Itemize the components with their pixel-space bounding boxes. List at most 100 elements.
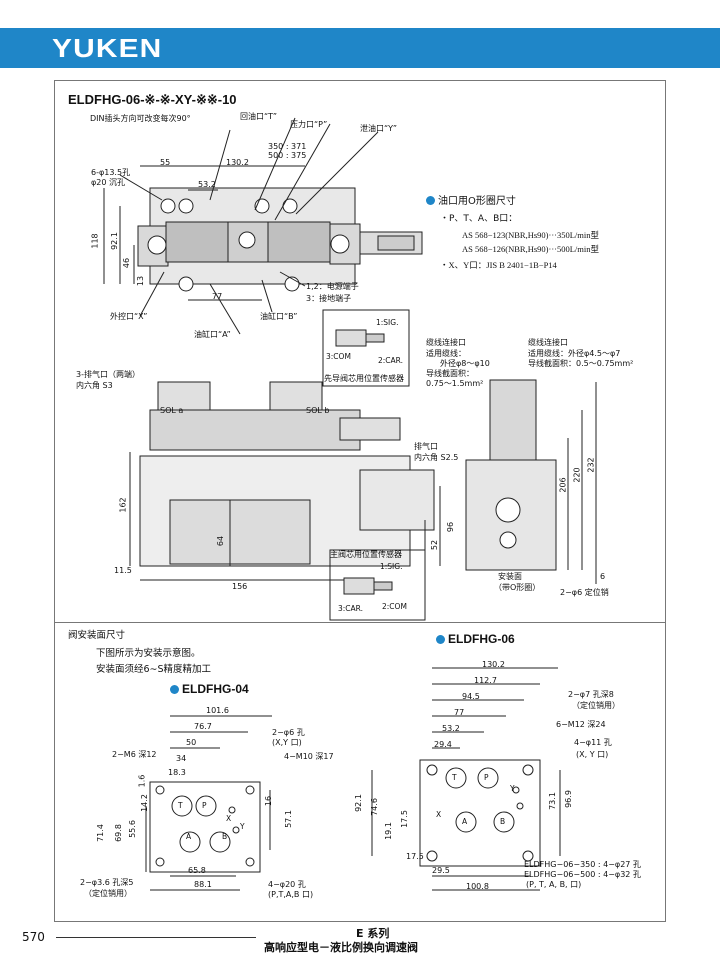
d04-14-2: 14.2 bbox=[139, 794, 149, 812]
d04-lbl-t: T bbox=[178, 801, 183, 810]
dim-92-1: 92.1 bbox=[109, 232, 119, 250]
dim-77: 77 bbox=[212, 292, 223, 301]
eldfhg04-plate bbox=[145, 715, 272, 891]
din-note: DIN插头方向可改变每次90° bbox=[90, 114, 191, 123]
d04-34: 34 bbox=[176, 754, 187, 763]
d04-lbl-x: X bbox=[226, 814, 232, 823]
d06-m12: 6−M12 深24 bbox=[556, 720, 606, 729]
d06-94-5: 94.5 bbox=[462, 692, 480, 701]
section-divider bbox=[54, 622, 666, 623]
mounting-note2: 安装面须经6∼S精度精加工 bbox=[96, 664, 212, 675]
side-view-drawing bbox=[465, 379, 597, 584]
dim-6: 6 bbox=[600, 572, 606, 581]
cable-port-right: 缆线连接口 bbox=[528, 338, 568, 347]
main-sensor-car: 3:CAR. bbox=[338, 604, 363, 613]
vent3-label: 3-排气口（两端） bbox=[76, 370, 140, 379]
d04-65-8: 65.8 bbox=[188, 866, 206, 875]
dim-64: 64 bbox=[216, 535, 226, 547]
dim-206: 206 bbox=[558, 477, 568, 493]
d06-100-8: 100.8 bbox=[466, 882, 489, 891]
dim-232: 232 bbox=[586, 457, 596, 473]
content-frame bbox=[54, 80, 666, 922]
d06-77: 77 bbox=[454, 708, 465, 717]
d04-71-4: 71.4 bbox=[95, 824, 105, 842]
hex-s3-label: 内六角 S3 bbox=[76, 381, 113, 390]
dim-96: 96 bbox=[446, 521, 456, 533]
with-oring-label: （带O形圈） bbox=[494, 583, 541, 592]
dim-13: 13 bbox=[136, 275, 146, 287]
d06-17-5b: 17.5 bbox=[406, 852, 424, 861]
dim-162: 162 bbox=[118, 497, 128, 513]
dim-55: 55 bbox=[160, 158, 171, 167]
d04-16: 16 bbox=[264, 795, 274, 807]
d04-50: 50 bbox=[186, 738, 197, 747]
d06-130-2: 130.2 bbox=[482, 660, 505, 669]
d06-ports: (P, T, A, B, 口) bbox=[526, 880, 582, 889]
d06-lbl-a: A bbox=[462, 817, 468, 826]
main-sensor-com: 2:COM bbox=[382, 602, 407, 611]
model-title: ELDFHG-06-※-※-XY-※※-10 bbox=[68, 92, 237, 107]
d04-lbl-b: B bbox=[222, 832, 228, 841]
sol-a-label: SOL a bbox=[160, 406, 184, 415]
d06-lbl-b: B bbox=[500, 817, 506, 826]
d06-n350: ELDFHG−06−350 : 4−φ27 孔 bbox=[524, 860, 641, 869]
main-sensor-sig: 1:SIG. bbox=[380, 562, 403, 571]
d06-lbl-p: P bbox=[484, 773, 489, 782]
pilot-sensor-car: 2:CAR. bbox=[378, 356, 403, 365]
pilot-sensor-box bbox=[322, 309, 410, 387]
d06-53-2: 53.2 bbox=[442, 724, 460, 733]
pressure-port-label: 压力口“P” bbox=[290, 120, 328, 129]
d06-lbl-x: X bbox=[436, 810, 442, 819]
d04-pin-note: （定位销用） bbox=[84, 889, 132, 898]
d04-m10: 4−M10 深17 bbox=[284, 752, 334, 761]
bullet-icon bbox=[426, 196, 435, 205]
pilot-sensor-com: 3:COM bbox=[326, 352, 351, 361]
d04-55-6: 55.6 bbox=[127, 820, 137, 838]
pilot-sensor-sig: 1:SIG. bbox=[376, 318, 399, 327]
dim-220: 220 bbox=[572, 467, 582, 483]
d04-lbl-a: A bbox=[186, 832, 192, 841]
eldfhg06-title: ELDFHG-06 bbox=[436, 632, 515, 646]
drain-port-label: 泄油口“Y” bbox=[360, 124, 398, 133]
d04-pin: 2−φ3.6 孔深5 bbox=[80, 878, 134, 887]
d06-phi11: 4−φ11 孔 bbox=[574, 738, 612, 747]
d04-18-3: 18.3 bbox=[168, 768, 186, 777]
mount-face-label: 安装面 bbox=[498, 572, 522, 581]
dim-500: 500 : 375 bbox=[268, 151, 307, 160]
cross-section-right: 导线截面积：0.5～0.75mm² bbox=[528, 359, 634, 368]
pilot-sensor-label: 先导阀芯用位置传感器 bbox=[324, 374, 404, 383]
d04-ptab: (P,T,A,B 口) bbox=[268, 890, 314, 899]
vent-label: 排气口 bbox=[414, 442, 438, 451]
dim-11-5: 11.5 bbox=[114, 566, 132, 575]
d04-1-6: 1.6 bbox=[137, 774, 147, 788]
holes-label: 6-φ13.5孔 bbox=[91, 168, 131, 177]
mounting-note1: 下图所示为安装示意图。 bbox=[96, 648, 201, 659]
counterbore-label: φ20 沉孔 bbox=[91, 178, 125, 187]
o-ring-line3: AS 568−126(NBR,Hs90)···500L/min型 bbox=[462, 244, 600, 254]
footer-subtitle: 高响应型电－液比例换向调速阀 bbox=[264, 941, 418, 954]
ground-terminal-label: 3：接地端子 bbox=[306, 294, 352, 303]
bullet-icon bbox=[170, 685, 179, 694]
d06-xy: (X, Y 口) bbox=[576, 750, 609, 759]
return-port-label: 回油口“T” bbox=[240, 112, 277, 121]
d06-96-9: 96.9 bbox=[563, 790, 573, 808]
d04-101-6: 101.6 bbox=[206, 706, 229, 715]
applicable-cable-left: 适用缆线： bbox=[426, 349, 466, 358]
hex-s2-5-label: 内六角 S2.5 bbox=[414, 453, 459, 462]
d04-m6: 2−M6 深12 bbox=[112, 750, 157, 759]
dim-130-2: 130.2 bbox=[226, 158, 249, 167]
d04-88-1: 88.1 bbox=[194, 880, 212, 889]
d06-29-5: 29.5 bbox=[432, 866, 450, 875]
d06-pin-note: （定位销用） bbox=[572, 701, 620, 710]
d06-17-5: 17.5 bbox=[399, 810, 409, 828]
ext-pilot-label: 外控口“X” bbox=[110, 312, 148, 321]
d06-73-1: 73.1 bbox=[547, 792, 557, 810]
dim-350: 350 : 371 bbox=[268, 142, 307, 151]
o-ring-line1: ・P、T、A、B口： bbox=[440, 214, 518, 224]
d04-phi20: 4−φ20 孔 bbox=[268, 880, 306, 889]
d04-lbl-y: Y bbox=[240, 822, 245, 831]
applicable-cable-right: 适用缆线：外径φ4.5～φ7 bbox=[528, 349, 621, 358]
dim-52: 52 bbox=[430, 539, 440, 551]
bullet-icon bbox=[436, 635, 445, 644]
